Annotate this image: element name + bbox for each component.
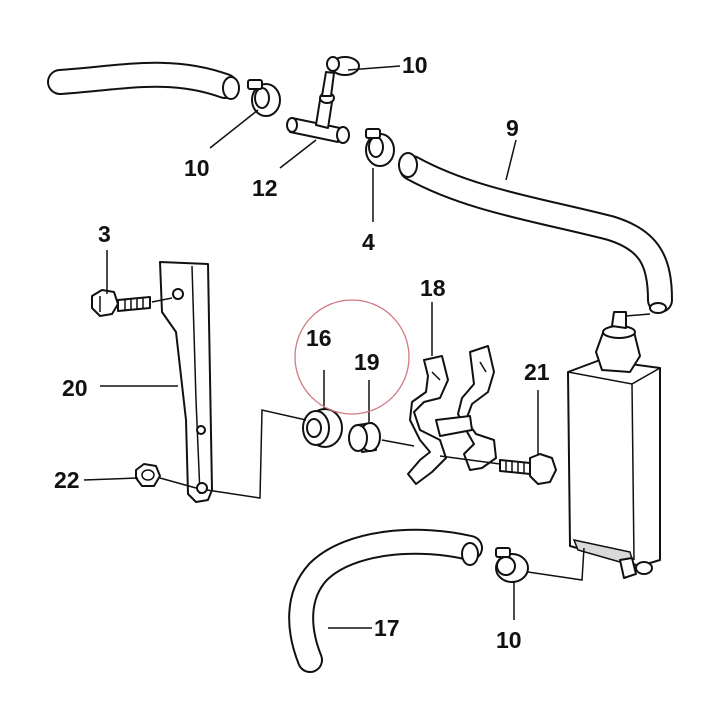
canister — [567, 311, 661, 579]
hose-17 — [288, 528, 483, 673]
holder-18 — [407, 345, 497, 485]
callout-21: 21 — [524, 359, 550, 385]
nut-22 — [135, 463, 161, 487]
leader-lines — [83, 65, 539, 629]
hose-9 — [398, 152, 673, 314]
callout-18: 18 — [420, 275, 446, 301]
callout-10-top: 10 — [402, 52, 428, 78]
callout-9: 9 — [506, 115, 519, 141]
hose-clamp-left — [247, 79, 281, 117]
bracket-20 — [159, 261, 213, 503]
callout-19: 19 — [354, 349, 380, 375]
callout-22: 22 — [54, 467, 80, 493]
callout-17: 17 — [374, 615, 400, 641]
grommet-16 — [302, 408, 343, 448]
hose-clamp-right — [365, 128, 395, 167]
callout-12: 12 — [252, 175, 278, 201]
bushing-19 — [348, 422, 381, 453]
callout-10-bottom: 10 — [496, 627, 522, 653]
bolt-21 — [499, 453, 557, 485]
hose-upper-left — [47, 61, 240, 100]
callout-3: 3 — [98, 221, 111, 247]
callout-16: 16 — [306, 325, 332, 351]
callout-10-left: 10 — [184, 155, 210, 181]
assembly-lines — [151, 297, 585, 581]
callout-20: 20 — [62, 375, 88, 401]
callout-4: 4 — [362, 229, 375, 255]
bolt-3 — [91, 289, 151, 317]
t-connector — [286, 71, 350, 144]
highlight-circle — [294, 299, 410, 415]
hose-clamp-top — [326, 56, 360, 76]
hose-clamp-bottom — [495, 547, 529, 583]
